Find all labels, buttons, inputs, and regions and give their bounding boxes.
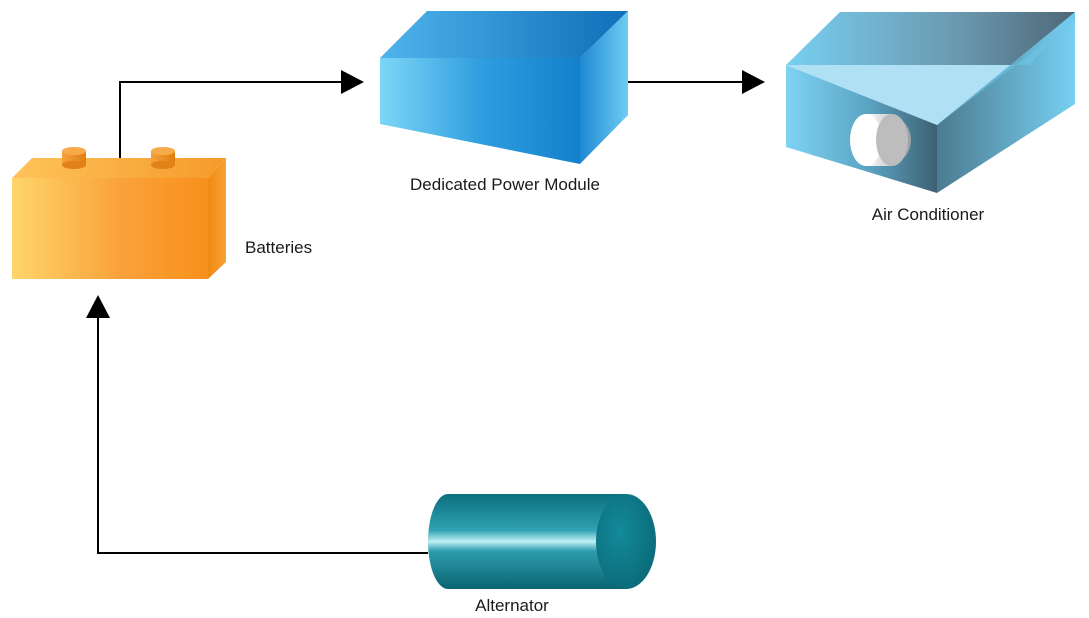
connector-alternator-to-batteries (86, 295, 428, 554)
power-module-label: Dedicated Power Module (410, 175, 600, 194)
alternator-icon (428, 494, 656, 589)
power-module-icon (380, 11, 628, 164)
arrowhead-icon (86, 295, 110, 318)
arrowhead-icon (341, 70, 364, 94)
air-conditioner-label: Air Conditioner (872, 205, 985, 224)
batteries-label: Batteries (245, 238, 312, 257)
air-conditioner-knob-icon (850, 114, 911, 166)
battery-terminal-icon (62, 147, 86, 169)
connector-power-module-to-air-conditioner (628, 70, 765, 94)
arrowhead-icon (742, 70, 765, 94)
alternator-label: Alternator (475, 596, 549, 615)
connector-batteries-to-power-module (119, 70, 364, 158)
air-conditioner-icon (786, 12, 1075, 193)
battery-terminal-icon (151, 147, 175, 169)
battery-icon (12, 147, 226, 279)
